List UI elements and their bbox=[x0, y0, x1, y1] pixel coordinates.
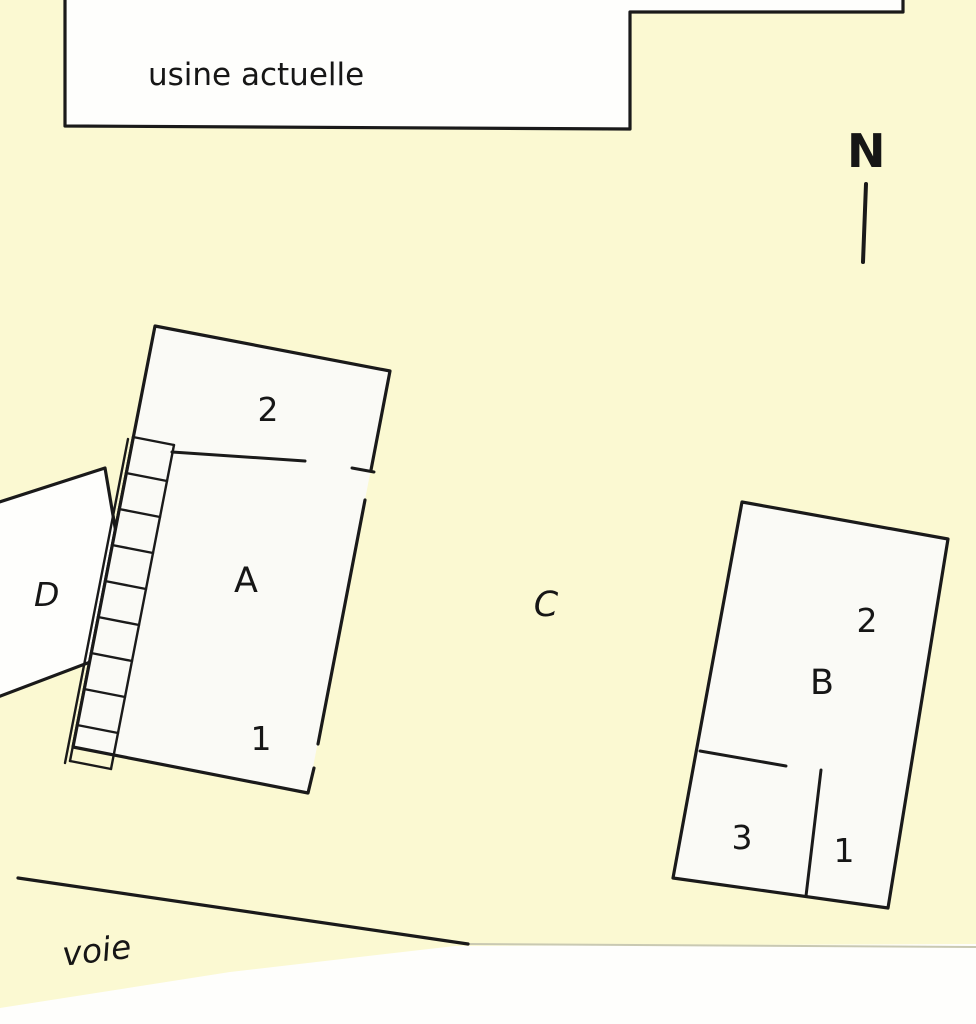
building-a-fill bbox=[73, 326, 390, 793]
building-b-fill bbox=[673, 502, 948, 908]
building-a-partition bbox=[170, 450, 376, 474]
building-a-zone2-label: 2 bbox=[258, 390, 279, 429]
building-b-outline bbox=[671, 500, 950, 910]
stairs-rails bbox=[63, 435, 176, 771]
area-c-label: C bbox=[534, 585, 559, 625]
stairs-rungs bbox=[68, 435, 176, 771]
road-surface bbox=[0, 944, 976, 1024]
north-label: N bbox=[847, 124, 886, 178]
road-line bbox=[16, 876, 470, 946]
building-a-stairs bbox=[63, 435, 176, 771]
building-a: 2 A 1 bbox=[63, 324, 392, 795]
building-b-zone3-label: 3 bbox=[732, 818, 753, 857]
building-d-label: D bbox=[34, 575, 59, 614]
factory-outline bbox=[63, 0, 905, 131]
building-b-zone1-label: 1 bbox=[834, 831, 855, 870]
road-line-faint bbox=[467, 943, 976, 948]
north-line bbox=[861, 182, 868, 264]
building-a-label: A bbox=[234, 561, 258, 601]
building-b-label: B bbox=[810, 663, 834, 703]
building-b: 2 B 3 1 bbox=[671, 500, 950, 910]
existing-factory: usine actuelle bbox=[63, 0, 905, 131]
road-label: voie bbox=[60, 927, 133, 974]
north-indicator: N bbox=[847, 124, 886, 264]
building-b-partitions bbox=[698, 749, 823, 898]
factory-label: usine actuelle bbox=[148, 57, 364, 93]
building-b-zone2-label: 2 bbox=[857, 601, 878, 640]
building-a-zone1-label: 1 bbox=[251, 719, 272, 758]
